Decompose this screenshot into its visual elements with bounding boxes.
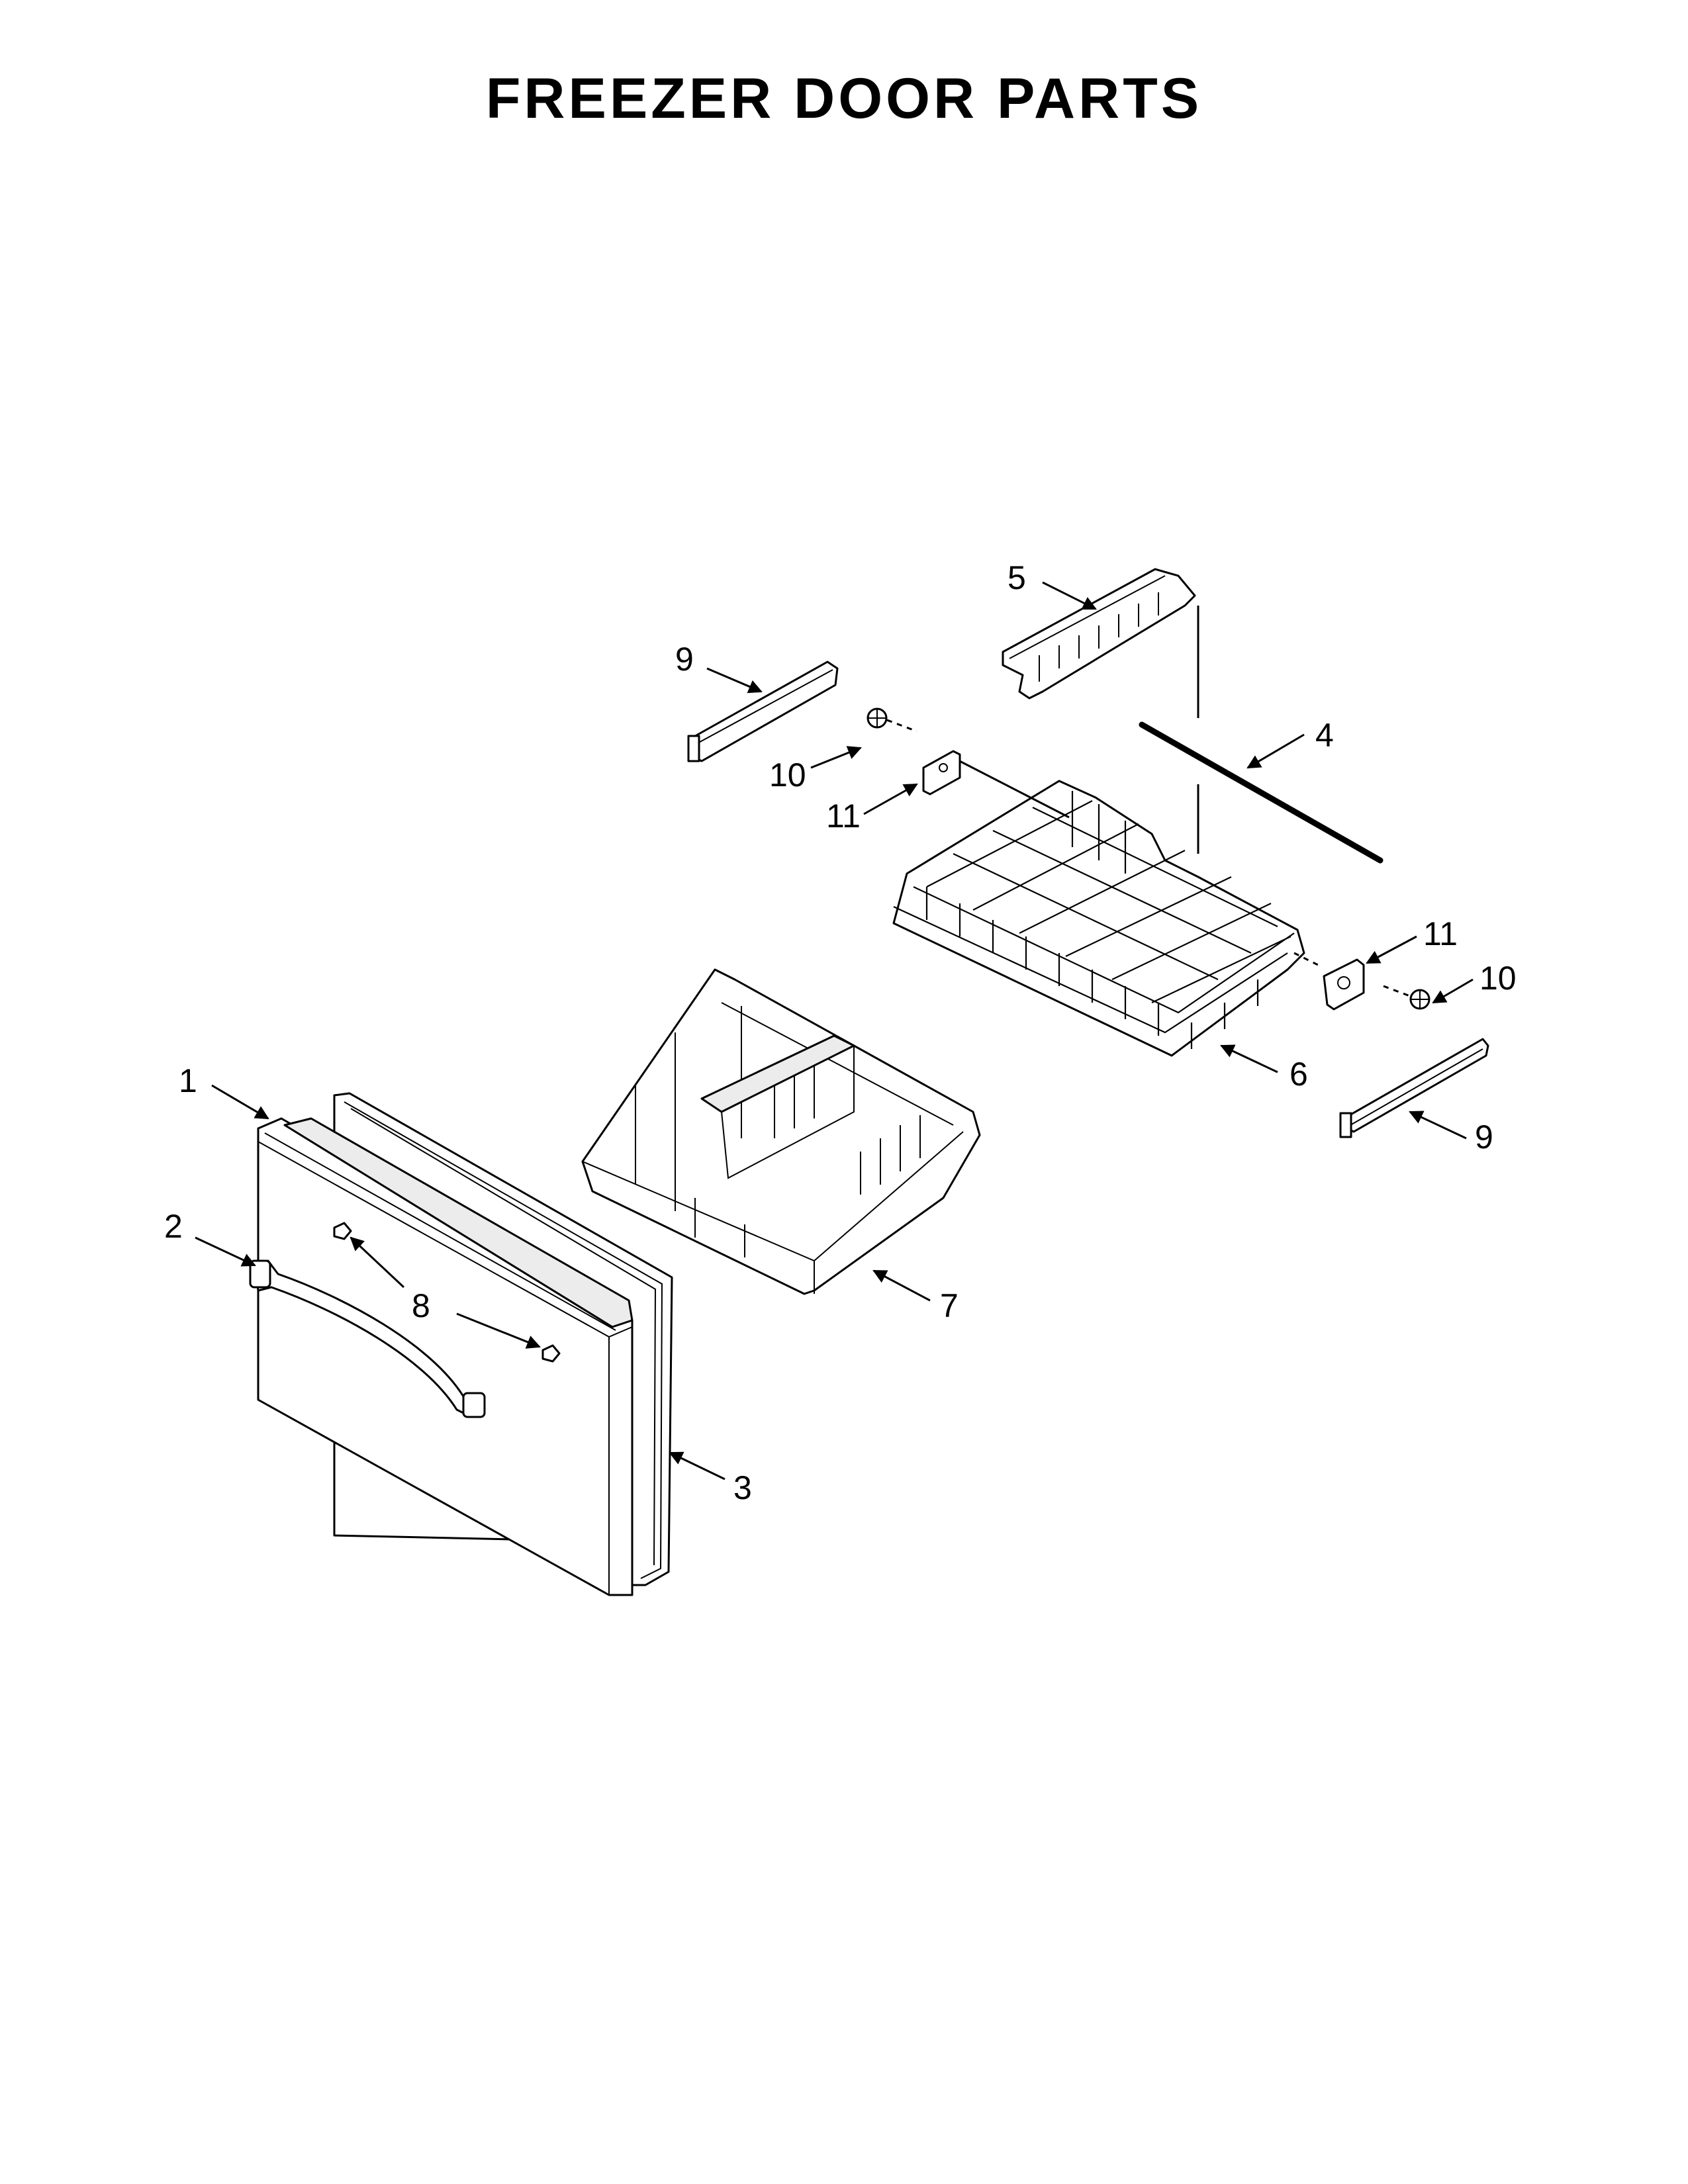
bracket-left-part	[922, 750, 961, 796]
callout-5: 5	[1008, 559, 1026, 596]
callout-11-left: 11	[826, 797, 861, 835]
callout-8: 8	[412, 1287, 430, 1324]
leader-arrows	[195, 581, 1474, 1480]
door-handle-part	[249, 1259, 486, 1418]
lower-freezer-bin-part	[581, 968, 981, 1295]
callout-10-right: 10	[1479, 960, 1517, 997]
gear-left-part	[867, 707, 917, 733]
page-title: FREEZER DOOR PARTS	[485, 67, 1203, 130]
slide-rail-left-part	[687, 660, 839, 762]
callout-1: 1	[179, 1062, 197, 1099]
callout-11-right: 11	[1423, 915, 1458, 952]
basket-divider-part	[1002, 568, 1196, 700]
callout-2: 2	[164, 1208, 183, 1245]
callout-7: 7	[940, 1287, 959, 1324]
handle-screws-part	[333, 1222, 561, 1363]
basket-rod-part	[1139, 721, 1383, 864]
callout-6: 6	[1289, 1056, 1308, 1093]
slide-rail-right-part	[1339, 1038, 1489, 1138]
callout-10-left: 10	[769, 756, 806, 794]
callout-4: 4	[1315, 717, 1334, 754]
callout-labels: 1 2 3 4 5 6 7 8 9 9 10 10 11 11	[164, 559, 1517, 1506]
callout-9-right: 9	[1475, 1118, 1493, 1156]
callout-3: 3	[733, 1469, 752, 1506]
bracket-right-part	[1323, 958, 1365, 1011]
gear-right-part	[1383, 985, 1430, 1010]
wire-basket-part	[892, 780, 1305, 1057]
callout-9-left: 9	[675, 641, 694, 678]
